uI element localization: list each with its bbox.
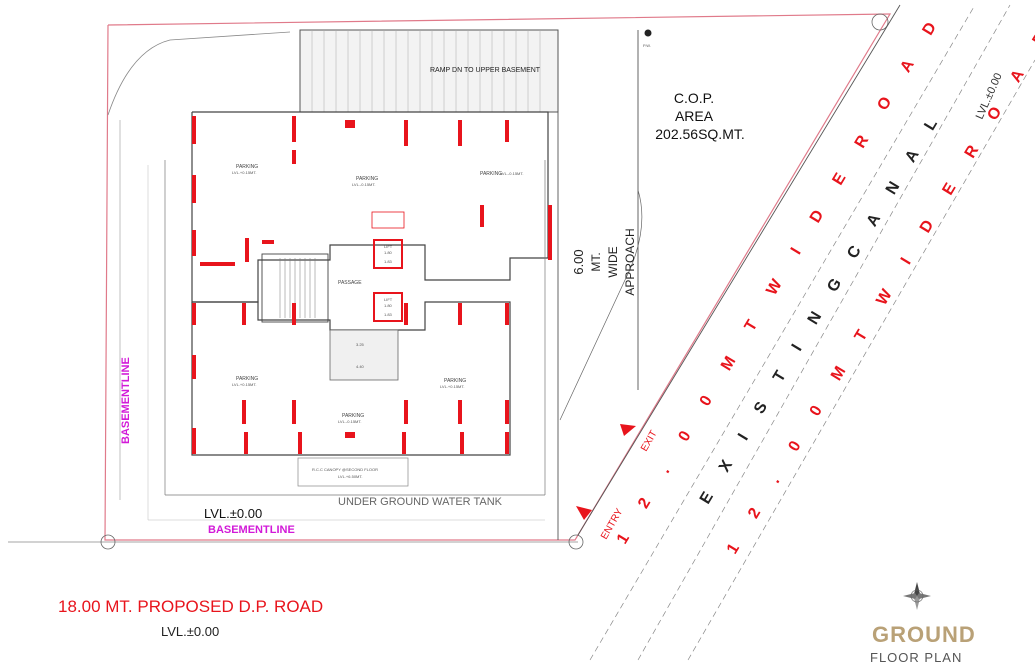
passage-label: PASSAGE (338, 280, 362, 286)
parking-lvl-1: LVL.+0.15MT. (232, 170, 257, 175)
parking-label-2: PARKING (356, 176, 378, 182)
exit-arrow-icon (620, 424, 636, 436)
building-outline-upper (191, 111, 549, 303)
approach-curve (559, 189, 643, 421)
parking-label-1: PARKING (236, 164, 258, 170)
parking-lvl-3: LVL.-0.15MT. (500, 171, 524, 176)
lift-1-size-a: 1.80 (384, 250, 393, 255)
lift-2-size-b: 1.83 (384, 312, 393, 317)
road-edge-3 (687, 59, 1035, 661)
north-compass-icon (903, 582, 931, 610)
foyer-size-b: 4.40 (356, 364, 365, 369)
plot-boundary (104, 13, 892, 541)
pw-label: P.W. (643, 43, 651, 48)
parking-lvl-4: LVL.+0.15MT. (232, 382, 257, 387)
canal-label: E X I S T I N G C A N A L (697, 107, 947, 507)
lvl-bottom-left: LVL.±0.00 (204, 506, 262, 521)
driveway-curve (107, 31, 291, 116)
lift-2 (373, 292, 403, 322)
lift-1-label: LIFT (384, 244, 393, 249)
plan-title: GROUND (872, 622, 976, 647)
exit-label: EXIT (639, 429, 660, 454)
road-edge-2 (637, 4, 1011, 661)
corner-marker-left (100, 534, 116, 550)
corner-marker-top (871, 13, 889, 31)
canopy-line2: LVL.+6.50MT. (338, 474, 363, 479)
parking-lvl-6: LVL.-0.15MT. (338, 419, 362, 424)
parking-label-5: PARKING (444, 378, 466, 384)
building-outline-lower (191, 301, 511, 456)
cop-line1: C.O.P. (674, 90, 714, 106)
foyer (329, 329, 399, 381)
corner-marker-right (568, 534, 584, 550)
parking-lvl-5: LVL.+0.15MT. (440, 384, 465, 389)
cop-line3: 202.56SQ.MT. (655, 126, 745, 142)
lift-1-size-b: 1.83 (384, 259, 393, 264)
road-edge-1 (577, 4, 901, 536)
structural-columns (192, 116, 552, 454)
parking-label-6: PARKING (342, 413, 364, 419)
approach-width: 6.00 (571, 249, 586, 274)
canopy-line1: R.C.C CANOPY @SECOND FLOOR (312, 467, 378, 472)
approach-unit: MT. (589, 252, 603, 271)
cop-line2: AREA (675, 108, 714, 124)
duct (371, 211, 405, 229)
road-edge-4 (589, 4, 976, 661)
proposed-road-caption: 18.00 MT. PROPOSED D.P. ROAD (58, 597, 324, 616)
canopy (297, 457, 409, 487)
entry-arrow-icon (576, 506, 592, 520)
parking-label-3: PARKING (480, 171, 502, 177)
approach-wide: WIDE (606, 246, 620, 277)
foyer-size-a: 3.25 (356, 342, 365, 347)
parking-label-4: PARKING (236, 376, 258, 382)
water-tank-label: UNDER GROUND WATER TANK (338, 496, 503, 508)
lift-1 (373, 239, 403, 269)
approach-word: APPROACH (623, 228, 637, 295)
stair-treads (279, 258, 316, 318)
proposed-road-level: LVL.±0.00 (161, 624, 220, 639)
pw-well-icon (644, 29, 652, 37)
lift-2-size-a: 1.80 (384, 303, 393, 308)
parking-lvl-2: LVL.-0.15MT. (352, 182, 376, 187)
lift-2-label: LIFT (384, 297, 393, 302)
plan-subtitle: FLOOR PLAN (870, 650, 963, 665)
basement-line-horizontal: BASEMENTLINE (208, 524, 295, 536)
basement-line-vertical: BASEMENTLINE (120, 357, 132, 444)
ramp-label: RAMP DN TO UPPER BASEMENT (430, 67, 541, 74)
ramp-hatching (311, 30, 541, 112)
